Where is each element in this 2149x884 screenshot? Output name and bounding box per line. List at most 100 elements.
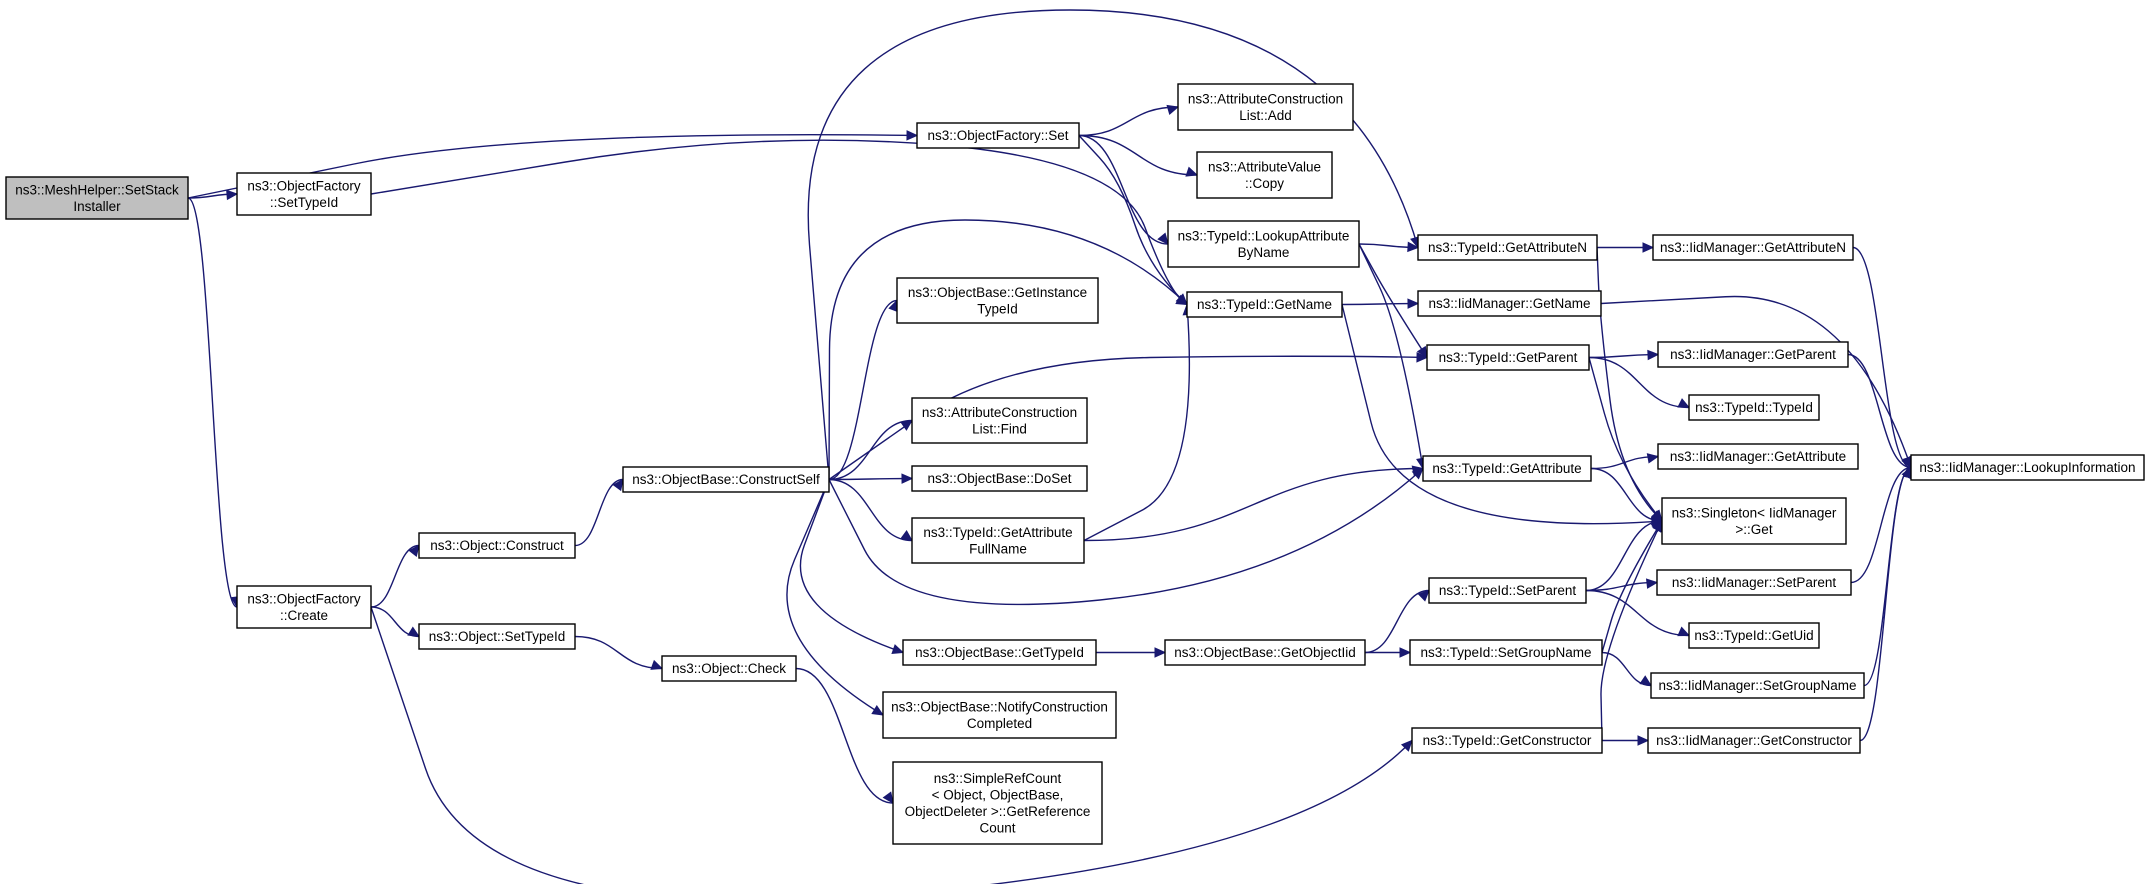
- edge-iid_getname-to-iid_lookup: [1600, 295, 1913, 469]
- edge-of_create-to-obj_settypeid: [370, 606, 421, 638]
- node-label: ns3::TypeId::GetAttribute: [1432, 461, 1581, 476]
- node-iid-getattrn[interactable]: ns3::IidManager::GetAttributeN: [1652, 234, 1854, 261]
- edge-of_create-to-tid_getconstructor: [370, 606, 1413, 884]
- node-tid-typeid[interactable]: ns3::TypeId::TypeId: [1688, 394, 1820, 421]
- edge-ob_getobjectiid-to-tid_setgroupname: [1365, 647, 1412, 658]
- node-label: ns3::MeshHelper::SetStack: [15, 182, 179, 197]
- nodes-layer: ns3::MeshHelper::SetStackInstallerns3::O…: [5, 83, 2145, 845]
- edge-ob_constructself-to-tid_getname: [828, 219, 1188, 480]
- node-label: ::SetTypeId: [270, 195, 338, 210]
- edge-of_set-to-acl_add: [1078, 104, 1180, 137]
- node-singleton-get[interactable]: ns3::Singleton< IidManager>::Get: [1661, 497, 1847, 545]
- node-label: ns3::Object::Check: [672, 661, 786, 676]
- node-iid-lookup[interactable]: ns3::IidManager::LookupInformation: [1910, 454, 2145, 481]
- node-label: ns3::TypeId::GetConstructor: [1423, 733, 1592, 748]
- edge-tid_setparent-to-iid_setparent: [1585, 578, 1659, 592]
- node-tid-getconstructor[interactable]: ns3::TypeId::GetConstructor: [1411, 727, 1603, 754]
- node-ob-constructself[interactable]: ns3::ObjectBase::ConstructSelf: [622, 466, 830, 493]
- node-of-settypeid[interactable]: ns3::ObjectFactory::SetTypeId: [236, 172, 372, 216]
- node-label: ns3::TypeId::TypeId: [1695, 400, 1813, 415]
- edge-setstack-to-of_set: [187, 130, 919, 199]
- node-label: ns3::Object::SetTypeId: [429, 629, 566, 644]
- node-iid-setparent[interactable]: ns3::IidManager::SetParent: [1656, 569, 1852, 596]
- edge-ob_constructself-to-acl_find: [828, 419, 913, 481]
- edge-tid_getconstructor-to-singleton_get: [1600, 519, 1663, 741]
- node-tid-getparent[interactable]: ns3::TypeId::GetParent: [1426, 344, 1590, 371]
- node-label: ns3::TypeId::SetGroupName: [1420, 645, 1591, 660]
- edge-tid_setparent-to-tid_getuid: [1585, 589, 1691, 637]
- node-tid-getuid[interactable]: ns3::TypeId::GetUid: [1688, 622, 1820, 649]
- edge-ob_constructself-to-tid_getparent: [828, 352, 1429, 481]
- node-tid-getattribute[interactable]: ns3::TypeId::GetAttribute: [1422, 455, 1592, 482]
- node-ob-gettypeid[interactable]: ns3::ObjectBase::GetTypeId: [902, 639, 1097, 666]
- edge-ob_gettypeid-to-ob_getobjectiid: [1096, 647, 1167, 658]
- node-label: ns3::TypeId::GetAttributeN: [1428, 240, 1587, 255]
- edge-tid_getattrn-to-singleton_get: [1596, 247, 1663, 522]
- node-label: TypeId: [977, 301, 1018, 316]
- node-obj-settypeid[interactable]: ns3::Object::SetTypeId: [418, 623, 576, 650]
- node-tid-getattrn[interactable]: ns3::TypeId::GetAttributeN: [1417, 234, 1598, 261]
- node-label: ns3::IidManager::GetName: [1428, 296, 1590, 311]
- node-iid-getparent[interactable]: ns3::IidManager::GetParent: [1657, 341, 1849, 368]
- node-obj-check[interactable]: ns3::Object::Check: [661, 655, 797, 682]
- node-label: ns3::AttributeConstruction: [1188, 91, 1343, 106]
- node-iid-getattribute[interactable]: ns3::IidManager::GetAttribute: [1657, 443, 1859, 470]
- node-label: ns3::TypeId::GetName: [1197, 297, 1332, 312]
- edge-tid_setgroupname-to-iid_setgroupname: [1601, 651, 1653, 687]
- node-label: ns3::ObjectBase::ConstructSelf: [632, 472, 820, 487]
- node-label: ns3::ObjectFactory: [247, 591, 361, 606]
- node-label: ns3::Object::Construct: [430, 538, 564, 553]
- node-ob-getobjectiid[interactable]: ns3::ObjectBase::GetObjectIid: [1164, 639, 1366, 666]
- edge-tid_getattrn-to-iid_getattrn: [1597, 242, 1655, 253]
- edge-tid_lookupattr-to-tid_getattrn: [1358, 241, 1420, 253]
- node-tid-setgroupname[interactable]: ns3::TypeId::SetGroupName: [1409, 639, 1603, 666]
- node-tid-setparent[interactable]: ns3::TypeId::SetParent: [1428, 577, 1587, 604]
- node-label: ns3::Singleton< IidManager: [1672, 505, 1837, 520]
- node-iid-getname[interactable]: ns3::IidManager::GetName: [1417, 290, 1602, 317]
- node-label: List::Find: [972, 421, 1027, 436]
- edges-layer: [187, 9, 1915, 884]
- node-label: Count: [979, 820, 1015, 835]
- node-ob-doset[interactable]: ns3::ObjectBase::DoSet: [911, 465, 1088, 492]
- edge-tid_lookupattr-to-tid_getparent: [1358, 243, 1428, 359]
- edge-tid_getattribute-to-singleton_get: [1590, 467, 1663, 522]
- edge-tid_getattribute-to-iid_getattribute: [1590, 453, 1660, 470]
- edge-of_set-to-tid_lookupattr: [1078, 134, 1169, 245]
- node-label: ns3::IidManager::GetAttribute: [1670, 449, 1846, 464]
- node-label: < Object, ObjectBase,: [932, 787, 1064, 802]
- node-label: FullName: [969, 541, 1027, 556]
- node-of-create[interactable]: ns3::ObjectFactory::Create: [236, 585, 372, 629]
- node-label: Installer: [73, 199, 121, 214]
- edge-setstack-to-of_settypeid: [187, 189, 239, 201]
- node-label: ::Create: [280, 608, 328, 623]
- node-tid-getname[interactable]: ns3::TypeId::GetName: [1186, 291, 1343, 318]
- node-label: ns3::IidManager::SetGroupName: [1658, 678, 1856, 693]
- edge-ob_constructself-to-tid_getattrfull: [828, 478, 913, 542]
- edge-iid_setparent-to-iid_lookup: [1850, 466, 1912, 584]
- node-label: ns3::TypeId::SetParent: [1439, 583, 1577, 598]
- edge-of_create-to-obj_construct: [370, 544, 420, 608]
- node-ob-notify[interactable]: ns3::ObjectBase::NotifyConstructionCompl…: [882, 691, 1117, 739]
- node-iid-setgroupname[interactable]: ns3::IidManager::SetGroupName: [1650, 672, 1865, 699]
- node-label: ns3::AttributeValue: [1208, 159, 1321, 174]
- node-of-set[interactable]: ns3::ObjectFactory::Set: [916, 122, 1080, 149]
- node-simplerefcount[interactable]: ns3::SimpleRefCount< Object, ObjectBase,…: [892, 761, 1103, 845]
- edge-ob_constructself-to-ob_getinstance: [828, 299, 899, 481]
- node-av-copy[interactable]: ns3::AttributeValue::Copy: [1196, 151, 1333, 199]
- node-iid-getconstructor[interactable]: ns3::IidManager::GetConstructor: [1647, 727, 1861, 754]
- edge-setstack-to-of_create: [187, 197, 241, 609]
- node-obj-construct[interactable]: ns3::Object::Construct: [418, 532, 576, 559]
- node-label: ns3::IidManager::GetAttributeN: [1660, 240, 1846, 255]
- node-label: ns3::AttributeConstruction: [922, 405, 1077, 420]
- node-label: ns3::TypeId::LookupAttribute: [1178, 228, 1350, 243]
- node-label: ByName: [1238, 245, 1290, 260]
- node-label: ::Copy: [1245, 176, 1284, 191]
- node-label: ns3::IidManager::GetParent: [1670, 347, 1836, 362]
